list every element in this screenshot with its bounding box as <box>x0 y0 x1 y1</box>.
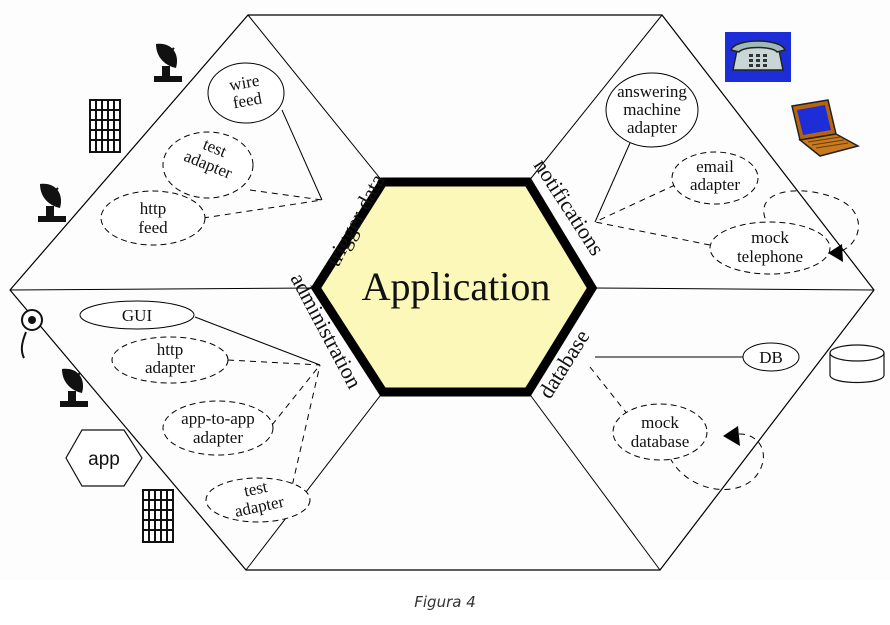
laptop-icon <box>791 99 861 157</box>
app-actor-hexagon <box>65 429 143 487</box>
telephone-icon <box>725 32 791 82</box>
satellite-dish-icon <box>154 43 182 82</box>
email-adapter <box>671 151 759 205</box>
divider-top-right <box>527 14 663 183</box>
divider-bottom-right <box>527 391 661 571</box>
connectors-administration <box>194 316 321 496</box>
wire-feed-label: wirefeed <box>228 71 264 113</box>
test-adapter-bottom <box>205 477 311 523</box>
connectors-database <box>589 356 764 490</box>
satellite-dish-icon <box>60 368 88 407</box>
divider-right <box>591 287 875 291</box>
db-adapter <box>742 342 800 372</box>
mock-telephone-adapter <box>709 221 831 275</box>
gui-adapter <box>79 300 195 330</box>
divider-left <box>9 287 317 291</box>
app-actor-label: app <box>88 449 120 470</box>
answering-machine-adapter <box>605 72 699 148</box>
wire-feed-adapter <box>207 62 285 124</box>
http-feed-adapter <box>100 190 206 246</box>
server-rack-icon <box>142 489 174 543</box>
database-cylinder-icon <box>829 344 885 384</box>
db-label: DB <box>759 348 783 367</box>
diagram-figure: Application trigger data notifications a… <box>9 14 885 571</box>
satellite-dish-icon <box>38 183 66 222</box>
application-label: Application <box>362 264 551 309</box>
gui-label: GUI <box>122 306 153 325</box>
person-icon <box>20 309 43 359</box>
server-rack-icon <box>89 99 121 153</box>
mock-database-adapter <box>612 403 708 461</box>
connectors-notifications <box>594 142 859 262</box>
divider-bottom-left <box>245 391 384 571</box>
hexagonal-architecture-diagram: Application trigger data notifications a… <box>9 14 885 571</box>
divider-top-left <box>247 14 384 183</box>
application-hexagon <box>310 177 598 397</box>
test-adapter-bottom-label: testadapter <box>229 474 286 521</box>
test-adapter-top <box>162 131 254 199</box>
figure-caption: Figura 4 <box>414 593 476 611</box>
http-adapter <box>111 336 229 384</box>
connectors-trigger <box>202 109 323 219</box>
app-to-app-adapter <box>162 400 274 456</box>
